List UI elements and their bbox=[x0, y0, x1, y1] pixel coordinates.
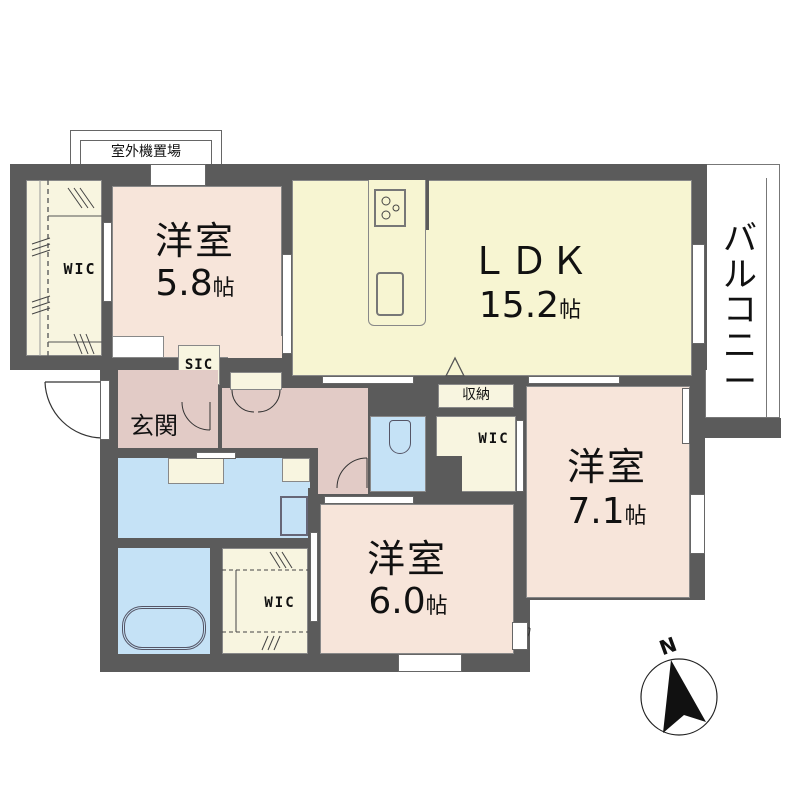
wic-south-label: WIC bbox=[264, 595, 296, 611]
front-door[interactable] bbox=[100, 380, 110, 440]
bathtub-icon bbox=[122, 606, 206, 650]
ldk-size: 15.2帖 bbox=[450, 288, 610, 324]
bedroom-5-8-name: 洋室 bbox=[154, 219, 235, 263]
outside-entrance-gap bbox=[10, 370, 100, 450]
window-bedroom-5-8-top bbox=[150, 164, 206, 186]
wic-west-hanger-lines bbox=[31, 180, 102, 356]
door-ldk-hall[interactable] bbox=[322, 376, 414, 384]
bedroom-5-8-size-unit: 帖 bbox=[212, 276, 235, 301]
shoe-cabinet bbox=[230, 372, 282, 390]
outdoor-unit-label-box bbox=[80, 140, 212, 166]
washbasin-icon bbox=[280, 496, 308, 536]
ldk-size-value: 15.2 bbox=[478, 285, 560, 326]
bedroom-6-0-size-value: 6.0 bbox=[368, 581, 426, 622]
bedroom-5-8-notch bbox=[112, 336, 164, 358]
window-bedroom-6-0-side bbox=[512, 622, 528, 650]
door-wic-center[interactable] bbox=[516, 420, 524, 492]
window-bedroom-7-1 bbox=[690, 494, 705, 554]
ldk-entry-marker-icon bbox=[444, 356, 466, 377]
door-wic-south[interactable] bbox=[310, 532, 318, 622]
bedroom-6-0-size-unit: 帖 bbox=[425, 594, 448, 619]
bedroom-5-8-size: 5.8帖 bbox=[140, 266, 250, 302]
entrance-label: 玄関 bbox=[130, 412, 178, 440]
sic-label: SIC bbox=[184, 357, 214, 373]
storage bbox=[438, 384, 514, 408]
entrance bbox=[118, 370, 218, 448]
wic-center-label: WIC bbox=[478, 431, 510, 447]
wic-west bbox=[26, 180, 102, 356]
door-bedroom-6-0[interactable] bbox=[324, 496, 414, 504]
compass-label: N bbox=[656, 631, 680, 661]
bedroom-5-8-size-value: 5.8 bbox=[155, 263, 213, 304]
bedroom-5-8 bbox=[112, 186, 282, 358]
balcony-label: バルコニー bbox=[723, 219, 757, 402]
window-bedroom-6-0 bbox=[398, 654, 462, 672]
ldk-size-unit: 帖 bbox=[559, 298, 582, 323]
bedroom-7-1-size: 7.1帖 bbox=[552, 494, 662, 530]
toilet-icon bbox=[389, 420, 411, 454]
closet-bedroom-7-1 bbox=[682, 388, 690, 444]
bedroom-6-0-size: 6.0帖 bbox=[348, 584, 468, 620]
wic-west-label: WIC bbox=[63, 260, 97, 278]
outdoor-unit-label: 室外機置場 bbox=[111, 144, 181, 160]
bedroom-7-1-size-unit: 帖 bbox=[624, 504, 647, 529]
door-washroom[interactable] bbox=[196, 452, 236, 459]
door-ldk-bedroom-7-1[interactable] bbox=[528, 376, 620, 384]
wic-center bbox=[436, 416, 516, 492]
door-wic-west[interactable] bbox=[103, 222, 112, 302]
bedroom-7-1-size-value: 7.1 bbox=[567, 491, 625, 532]
bedroom-5-8-lower bbox=[228, 336, 282, 358]
ldk-name: ＬＤＫ bbox=[469, 239, 590, 283]
linen-shelf bbox=[168, 458, 224, 484]
ldk bbox=[292, 180, 692, 376]
wic-center-wall bbox=[436, 456, 462, 492]
sink-icon bbox=[376, 272, 404, 316]
balcony-bottom-wall bbox=[705, 418, 781, 438]
window-ldk-left bbox=[282, 254, 292, 354]
storage-label: 収納 bbox=[462, 387, 490, 403]
stove-icon bbox=[374, 189, 406, 227]
wic-south-hanger-lines bbox=[222, 551, 308, 651]
window-ldk-right bbox=[692, 244, 705, 344]
bedroom-6-0 bbox=[320, 504, 514, 654]
linen-shelf-2 bbox=[282, 458, 310, 482]
bedroom-7-1 bbox=[526, 386, 690, 598]
bedroom-7-1-name: 洋室 bbox=[566, 445, 647, 489]
compass-north-arrow-icon bbox=[640, 658, 718, 736]
bedroom-6-0-name: 洋室 bbox=[366, 537, 447, 581]
balcony-inner bbox=[705, 178, 767, 418]
hallway-lower bbox=[318, 388, 368, 494]
